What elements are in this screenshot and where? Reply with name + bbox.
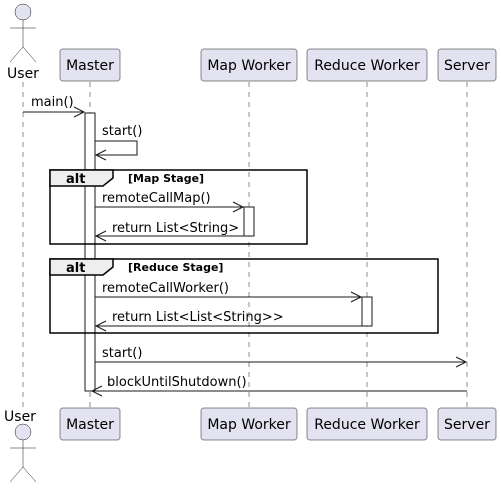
actor-head — [14, 3, 32, 21]
alt-frame-map-stage: alt [Map Stage] — [49, 169, 308, 245]
actor-user-label: User — [4, 409, 36, 425]
arrowhead — [232, 201, 245, 213]
alt-frame-reduce-stage: alt [Reduce Stage] — [49, 258, 439, 334]
participant-map-worker-bottom: Map Worker — [200, 407, 298, 441]
participant-server-bottom: Server — [437, 407, 497, 441]
participant-reduce-worker-top: Reduce Worker — [306, 48, 428, 82]
actor-head — [14, 423, 32, 441]
frame-tab — [49, 169, 114, 187]
message-remote-call-map-label: remoteCallMap() — [102, 191, 211, 206]
participant-reduce-worker-label: Reduce Worker — [314, 58, 420, 74]
frame-keyword: alt — [66, 261, 85, 276]
participant-master-bottom: Master — [59, 407, 121, 441]
participant-master-label: Master — [66, 58, 114, 74]
participant-reduce-worker-label: Reduce Worker — [314, 417, 420, 433]
participant-map-worker-label: Map Worker — [207, 58, 291, 74]
message-remote-call-worker-label: remoteCallWorker() — [102, 281, 229, 296]
arrowhead — [350, 291, 363, 303]
message-main: main() — [23, 95, 86, 118]
message-remote-call-worker: remoteCallWorker() — [95, 281, 363, 303]
message-start-self: start() — [94, 124, 142, 161]
message-return-reduce: return List<List<String>> — [94, 310, 362, 332]
frame-condition: [Map Stage] — [128, 172, 204, 185]
activation-reduce-worker — [361, 296, 373, 327]
actor-user-label: User — [7, 66, 39, 82]
actor-user-top: User — [7, 3, 39, 82]
arrowhead — [94, 320, 107, 332]
activation-master — [84, 112, 96, 392]
participant-master-top: Master — [59, 48, 121, 82]
frame-tab — [49, 258, 114, 276]
arrowhead — [94, 230, 107, 242]
participant-server-label: Server — [444, 417, 490, 433]
message-start-server-label: start() — [102, 346, 142, 361]
message-block-until-shutdown: blockUntilShutdown() — [90, 375, 467, 397]
message-block-until-shutdown-label: blockUntilShutdown() — [107, 375, 247, 390]
message-return-map: return List<String> — [94, 221, 244, 242]
participant-server-top: Server — [437, 48, 497, 82]
message-main-label: main() — [31, 95, 74, 110]
arrowhead — [455, 356, 468, 368]
message-start-self-label: start() — [102, 124, 142, 139]
message-return-reduce-label: return List<List<String>> — [112, 310, 284, 325]
arrowhead — [90, 385, 103, 397]
frame-keyword: alt — [66, 172, 85, 187]
frame-condition: [Reduce Stage] — [128, 261, 223, 274]
arrowhead — [73, 106, 86, 118]
participant-server-label: Server — [444, 58, 490, 74]
arrowhead — [94, 149, 107, 161]
participant-master-label: Master — [66, 417, 114, 433]
actor-user-bottom: User — [4, 409, 36, 483]
activation-map-worker — [243, 206, 255, 237]
participant-map-worker-top: Map Worker — [200, 48, 298, 82]
participant-reduce-worker-bottom: Reduce Worker — [306, 407, 428, 441]
participant-map-worker-label: Map Worker — [207, 417, 291, 433]
message-remote-call-map: remoteCallMap() — [95, 191, 245, 213]
message-start-server: start() — [95, 346, 468, 368]
message-return-map-label: return List<String> — [112, 221, 239, 236]
